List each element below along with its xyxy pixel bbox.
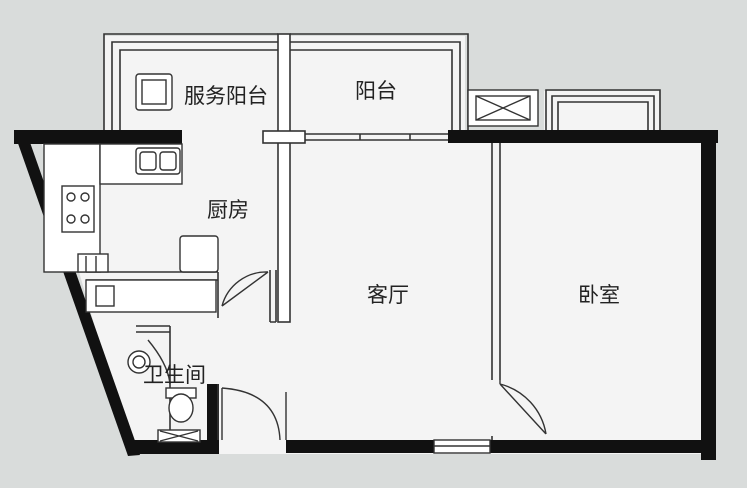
bathroom-fixtures [77, 253, 217, 443]
divider-wall [277, 33, 291, 323]
kitchen-label: 厨房 [207, 198, 249, 222]
bathroom-east-wall [207, 384, 219, 454]
north-wall-right [448, 130, 718, 143]
column-block [262, 130, 306, 144]
service-balcony-floor [104, 36, 278, 140]
balcony-sliding-door [290, 133, 452, 141]
vent-box [467, 89, 539, 127]
room-labels: 服务阳台 阳台 厨房 客厅 卧室 卫生间 [143, 79, 620, 387]
south-wall-right [490, 440, 716, 453]
bathroom-south-wall [128, 440, 218, 454]
bathroom-door [221, 387, 281, 441]
burner-2 [80, 192, 90, 202]
doors [147, 271, 547, 441]
east-wall [701, 130, 716, 460]
sink-basin-right [159, 151, 177, 171]
balcony-walls [103, 33, 661, 141]
balcony-floor [289, 36, 465, 140]
north-wall-kitchen [14, 130, 182, 144]
bedroom-label: 卧室 [578, 283, 620, 307]
bedroom-partition [491, 143, 501, 440]
sink-basin-left [139, 151, 157, 171]
stove [61, 185, 95, 233]
toilet-bowl [168, 393, 194, 423]
burner-1 [66, 192, 76, 202]
bedroom-door [499, 380, 547, 435]
bathroom-partition [136, 325, 219, 440]
kitchen-fixtures [43, 73, 219, 273]
bathroom-label: 卫生间 [143, 363, 206, 387]
washbasin-inner [132, 355, 146, 369]
kitchen-door [221, 271, 269, 307]
kitchen-door-jamb [269, 270, 277, 323]
living-room-label: 客厅 [367, 283, 409, 307]
balcony-column [262, 33, 306, 323]
shelf-1 [77, 253, 109, 273]
service-balcony-outline [103, 33, 278, 130]
washer-inner [141, 79, 167, 105]
floor-areas [40, 36, 712, 454]
south-window [433, 439, 491, 454]
fridge [179, 235, 219, 273]
main-floor [40, 138, 712, 454]
bathroom-small-door [147, 339, 171, 385]
south-wall-left [286, 440, 434, 453]
bay-window-outline [545, 89, 661, 132]
storage [95, 285, 115, 307]
service-balcony-label: 服务阳台 [184, 84, 268, 108]
burner-3 [66, 214, 76, 224]
burner-4 [80, 214, 90, 224]
balcony-label: 阳台 [355, 79, 397, 103]
